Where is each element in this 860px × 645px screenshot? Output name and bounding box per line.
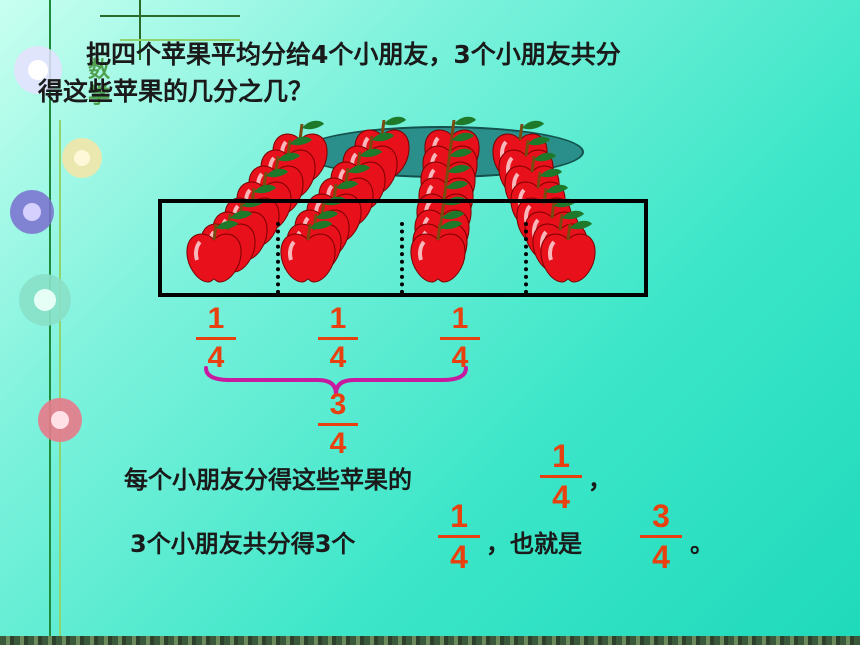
statement-2-text: 3个小朋友共分得3个: [130, 530, 356, 558]
fraction-bar: [640, 535, 682, 538]
statement-1-text: 每个小朋友分得这些苹果的: [124, 466, 412, 494]
statement-1-suffix: ，: [588, 466, 612, 494]
flower-icon: [10, 190, 54, 234]
group-fraction: 1 4: [318, 304, 358, 373]
fraction-numerator: 1: [329, 302, 347, 335]
fraction-denominator: 4: [329, 341, 347, 374]
fraction-denominator: 4: [652, 539, 670, 575]
fraction-numerator: 1: [451, 302, 469, 335]
divider-line: [276, 222, 280, 294]
apples-frame: [158, 199, 648, 297]
fraction-numerator: 1: [450, 498, 468, 534]
flower-icon: [14, 46, 62, 94]
group-fraction: 1 4: [440, 304, 480, 373]
divider-line: [400, 222, 404, 294]
sum-fraction: 3 4: [318, 390, 358, 459]
fraction-denominator: 4: [329, 427, 347, 460]
statement-2-suffix: 。: [690, 530, 714, 558]
fraction-denominator: 4: [552, 479, 570, 515]
question-text: 把四个苹果平均分给4个小朋友，3个小朋友共分 得这些苹果的几分之几？: [38, 36, 828, 110]
fraction-numerator: 1: [207, 302, 225, 335]
statement-2-middle: ，也就是: [486, 530, 582, 558]
question-line-2: 得这些苹果的几分之几？: [38, 77, 314, 106]
fraction-denominator: 4: [451, 341, 469, 374]
statement-2-fraction-1: 1 4: [438, 500, 480, 573]
question-line-1: 把四个苹果平均分给4个小朋友，3个小朋友共分: [86, 40, 621, 69]
brace-icon: [204, 366, 468, 395]
fraction-numerator: 1: [552, 438, 570, 474]
fraction-bar: [540, 475, 582, 478]
flower-icon: [19, 274, 71, 326]
fraction-denominator: 4: [450, 539, 468, 575]
fraction-bar: [318, 423, 358, 426]
side-label: 数学: [88, 58, 111, 109]
bottom-border: [0, 636, 860, 645]
fraction-bar: [440, 337, 480, 340]
flower-icon: [38, 398, 82, 442]
fraction-numerator: 3: [652, 498, 670, 534]
group-fraction: 1 4: [196, 304, 236, 373]
statement-1-fraction: 1 4: [540, 440, 582, 513]
divider-line: [524, 222, 528, 294]
fraction-numerator: 3: [329, 388, 347, 421]
fraction-bar: [318, 337, 358, 340]
fraction-denominator: 4: [207, 341, 225, 374]
statement-2-fraction-2: 3 4: [640, 500, 682, 573]
fraction-bar: [196, 337, 236, 340]
flower-icon: [62, 138, 102, 178]
fraction-bar: [438, 535, 480, 538]
